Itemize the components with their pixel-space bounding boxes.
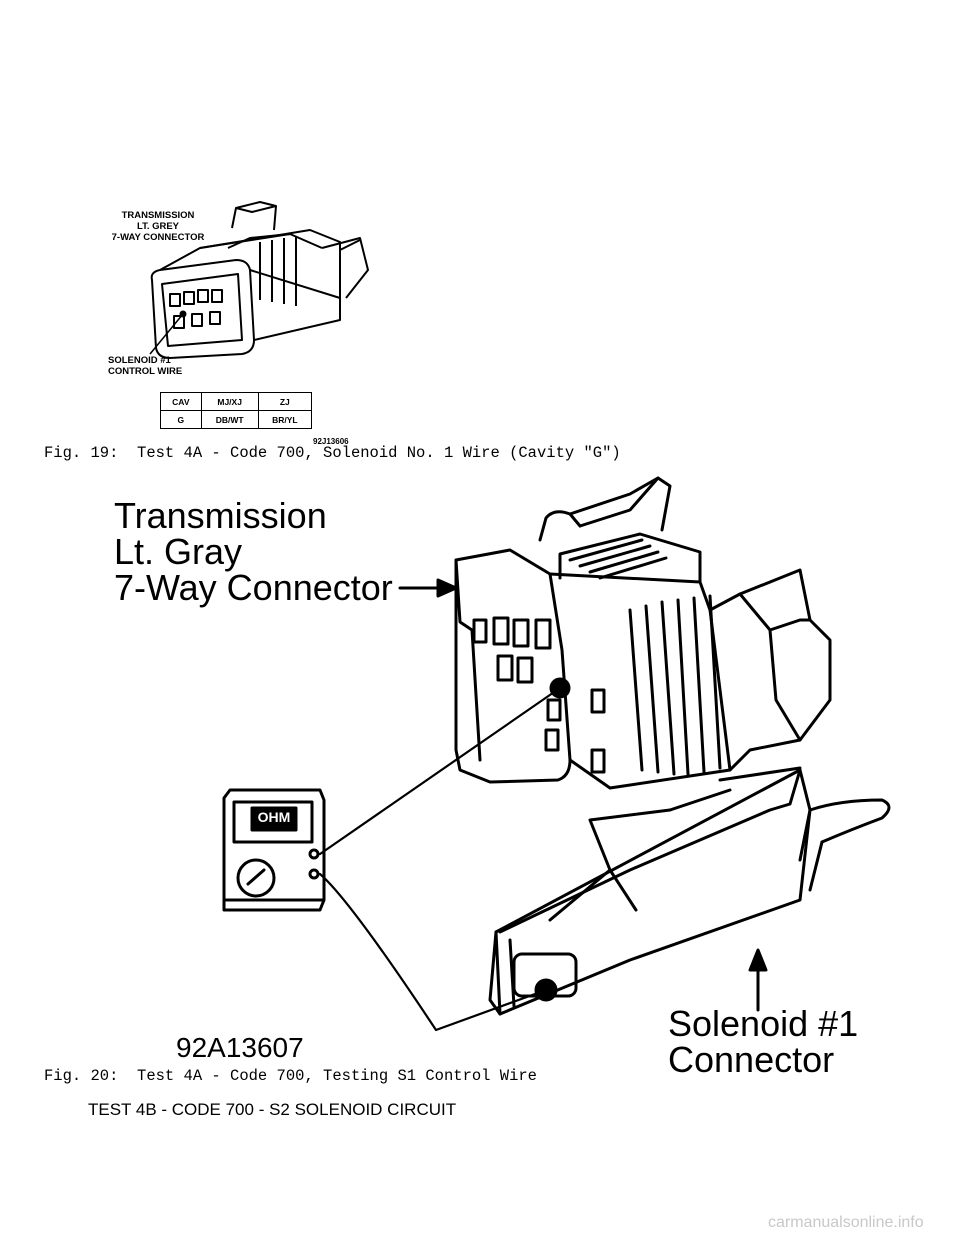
watermark: carmanualsonline.info (768, 1214, 924, 1231)
fig20-connector-label: Transmission Lt. Gray 7-Way Connector (114, 498, 393, 606)
fig19-table-cell-mjxj: DB/WT (200, 410, 259, 429)
fig19-connector-drawing (149, 201, 369, 359)
fig19-wire-color-table: CAV MJ/XJ ZJ G DB/WT BR/YL (160, 392, 313, 429)
fig20-probe-point-solenoid (534, 978, 558, 1002)
fig20-connector-label-line-3: 7-Way Connector (114, 567, 393, 608)
fig19-wire-label: SOLENOID #1 CONTROL WIRE (108, 355, 182, 377)
figure-19: TRANSMISSION LT. GREY 7-WAY CONNECTOR (0, 0, 960, 470)
fig20-solenoid-label: Solenoid #1 Connector (668, 1006, 858, 1078)
fig20-connector-label-line-2: Lt. Gray (114, 531, 243, 572)
fig20-caption: Fig. 20: Test 4A - Code 700, Testing S1 … (44, 1067, 537, 1085)
fig20-solenoid-label-line-1: Solenoid #1 (668, 1003, 859, 1044)
fig20-code: 92A13607 (176, 1032, 304, 1063)
fig20-connector-label-line-1: Transmission (114, 495, 327, 536)
fig19-table-header-cav: CAV (160, 392, 202, 411)
fig20-test-lead-1 (318, 686, 562, 856)
fig19-caption: Fig. 19: Test 4A - Code 700, Solenoid No… (44, 444, 621, 462)
fig19-table-cell-zj: BR/YL (257, 410, 313, 429)
fig20-test-lead-2 (318, 872, 548, 1032)
fig19-table-header-row: CAV MJ/XJ ZJ (160, 392, 313, 411)
fig19-code: 92J13606 (313, 437, 349, 446)
fig19-table-header-zj: ZJ (257, 392, 313, 411)
fig19-table-row: G DB/WT BR/YL (160, 410, 313, 429)
figure-20: Transmission Lt. Gray 7-Way Connector (0, 470, 960, 1090)
fig19-connector-label-line-2: LT. GREY (136, 221, 180, 232)
fig19-table-header-mjxj: MJ/XJ (200, 392, 259, 411)
fig19-table-cell-cav: G (160, 410, 202, 429)
fig20-test-drawing (222, 476, 891, 1032)
fig19-wire-label-line-2: CONTROL WIRE (108, 366, 183, 377)
fig20-meter-display: OHM (257, 809, 291, 825)
fig19-connector-label: TRANSMISSION LT. GREY 7-WAY CONNECTOR (108, 210, 208, 243)
section-heading: TEST 4B - CODE 700 - S2 SOLENOID CIRCUIT (88, 1100, 457, 1119)
fig19-connector-label-line-3: 7-WAY CONNECTOR (111, 232, 205, 243)
fig20-ohmmeter (222, 788, 326, 912)
fig19-connector-label-line-1: TRANSMISSION (121, 210, 195, 221)
fig20-solenoid-label-line-2: Connector (668, 1039, 835, 1080)
fig19-wire-label-line-1: SOLENOID #1 (108, 355, 171, 366)
fig20-solenoid-connector (488, 766, 891, 1016)
